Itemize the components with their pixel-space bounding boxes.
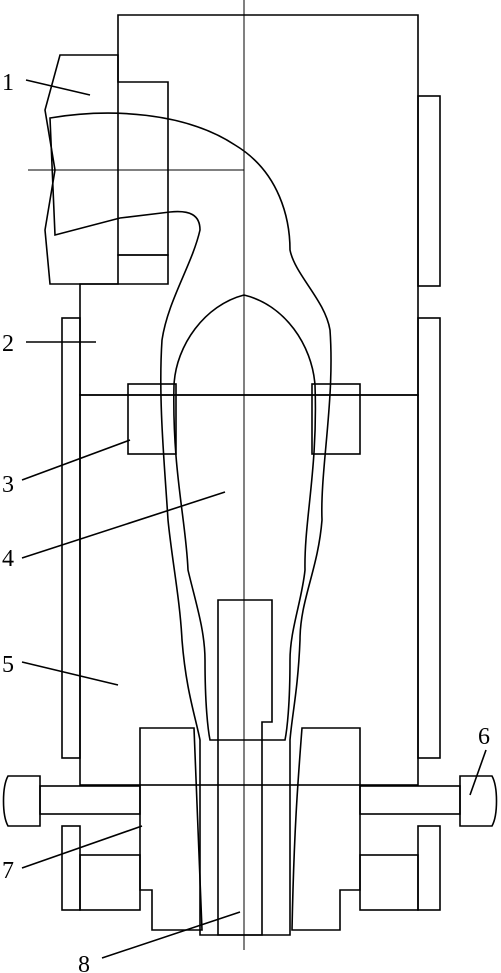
heater-band-right bbox=[417, 317, 441, 759]
flange-left bbox=[79, 854, 141, 911]
callout-8: 8 bbox=[78, 952, 90, 973]
melt-channel bbox=[49, 112, 332, 936]
spider-ring-right bbox=[311, 383, 361, 455]
callout-1: 1 bbox=[2, 70, 14, 96]
callout-4: 4 bbox=[2, 546, 14, 572]
leader-1 bbox=[25, 79, 91, 96]
core-rod bbox=[217, 599, 273, 936]
leader-3 bbox=[21, 439, 131, 481]
die-bushing bbox=[139, 727, 203, 931]
heater-band-left bbox=[61, 317, 81, 759]
spider-ring-left bbox=[127, 383, 177, 455]
flange-left-heater bbox=[61, 825, 81, 911]
callout-6: 6 bbox=[478, 724, 490, 750]
leader-8 bbox=[101, 911, 241, 959]
leader-4 bbox=[21, 491, 226, 559]
flange-right bbox=[359, 854, 419, 911]
feed-connector bbox=[44, 54, 169, 285]
callout-3: 3 bbox=[2, 472, 14, 498]
leader-7 bbox=[21, 825, 143, 869]
heater-band-upper-right bbox=[417, 95, 441, 287]
adjust-bolt-left-shaft bbox=[39, 785, 141, 815]
adjust-bolt-right-shaft bbox=[359, 785, 461, 815]
die-bushing-right bbox=[291, 727, 361, 931]
leader-5 bbox=[21, 661, 119, 686]
callout-5: 5 bbox=[2, 652, 14, 678]
callout-7: 7 bbox=[2, 858, 14, 884]
leader-6 bbox=[469, 749, 487, 796]
adjust-bolt-right-head bbox=[459, 775, 498, 827]
flange-right-heater bbox=[417, 825, 441, 911]
callout-2: 2 bbox=[2, 331, 14, 357]
mandrel bbox=[173, 294, 317, 741]
upper-die-body bbox=[79, 14, 419, 396]
adjust-bolt-left-head bbox=[2, 775, 41, 827]
